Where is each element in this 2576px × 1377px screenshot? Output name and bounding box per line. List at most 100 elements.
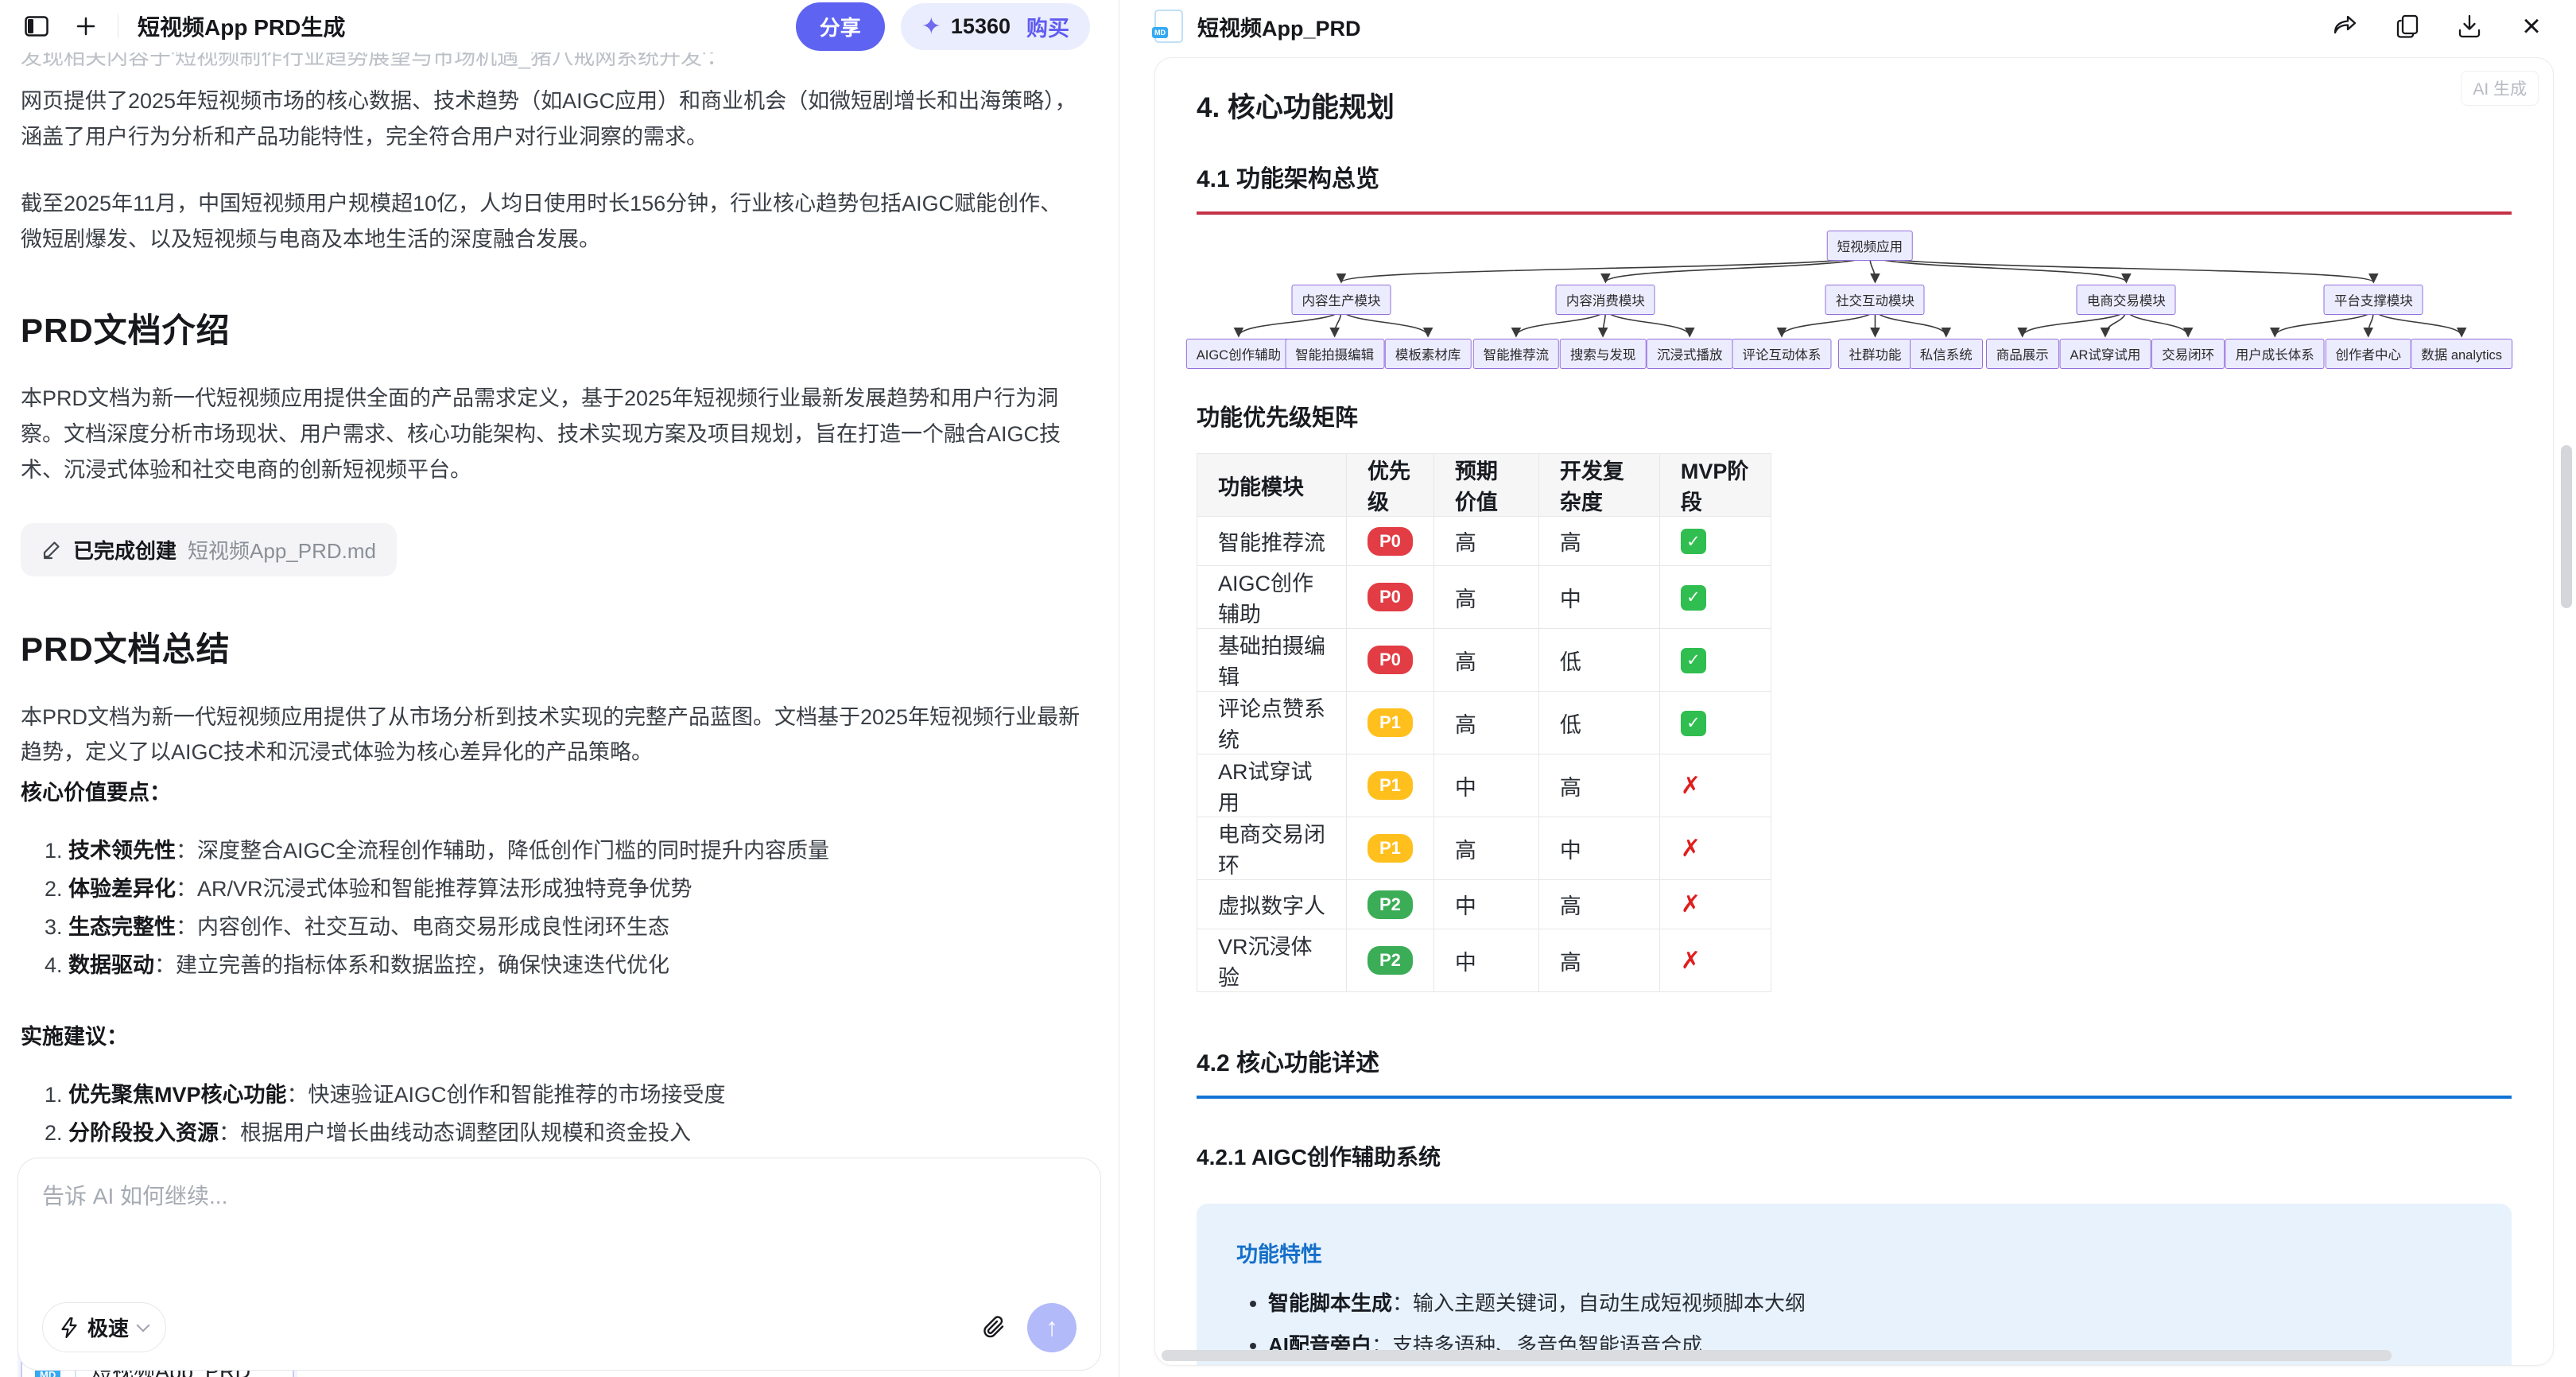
- table-cell: P0: [1346, 565, 1434, 629]
- mvp-check-icon: ✓: [1680, 647, 1706, 673]
- diagram-node: 交易闭环: [2151, 339, 2225, 369]
- credits-pill[interactable]: ✦ 15360 购买: [900, 2, 1090, 50]
- table-cell: 高: [1538, 516, 1660, 566]
- table-cell: P1: [1346, 754, 1434, 817]
- intro-paragraph: 本PRD文档为新一代短视频应用提供全面的产品需求定义，基于2025年短视频行业最…: [21, 386, 1061, 482]
- table-cell: ✓: [1658, 516, 1771, 566]
- table-cell: P2: [1346, 879, 1434, 929]
- share-button[interactable]: 分享: [795, 2, 885, 51]
- mvp-check-icon: ✓: [1680, 710, 1706, 736]
- table-header-cell: MVP阶段: [1658, 453, 1771, 517]
- file-created-chip[interactable]: 已完成创建 短视频App_PRD.md: [21, 522, 397, 576]
- diagram-node: 智能推荐流: [1472, 339, 1560, 369]
- priority-badge: P2: [1368, 946, 1413, 975]
- preview-title: 短视频App_PRD: [1197, 16, 1361, 41]
- table-cell: 虚拟数字人: [1197, 879, 1347, 929]
- table-cell: 基础拍摄编辑: [1197, 628, 1347, 692]
- download-icon[interactable]: [2454, 10, 2485, 42]
- composer: 极速 ↑: [17, 1158, 1101, 1371]
- table-cell: 中: [1538, 817, 1660, 880]
- document-icon: [1152, 10, 1183, 43]
- priority-badge: P1: [1368, 834, 1413, 863]
- table-cell: 高: [1433, 565, 1539, 629]
- close-icon[interactable]: ×: [2522, 9, 2541, 44]
- table-cell: 高: [1538, 929, 1660, 992]
- doc-heading-architecture: 4.1 功能架构总览: [1197, 166, 1380, 192]
- speed-mode-selector[interactable]: 极速: [42, 1302, 167, 1352]
- table-header-cell: 优先级: [1346, 453, 1434, 517]
- core-values-list: 技术领先性：深度整合AIGC全流程创作辅助，降低创作门槛的同时提升内容质量体验差…: [30, 832, 1082, 984]
- core-values-label: 核心价值要点：: [21, 781, 171, 805]
- priority-badge: P0: [1368, 646, 1413, 674]
- list-item: 体验差异化：AR/VR沉浸式体验和智能推荐算法形成独特竞争优势: [68, 870, 1082, 908]
- search-result-line: 发现相关内容于'短视频制作行业趋势展望与市场机遇_猪八戒网系统开发'：: [21, 52, 728, 69]
- mvp-check-icon: ✓: [1680, 529, 1706, 555]
- table-cell: 高: [1433, 817, 1539, 880]
- diagram-node: 社交互动模块: [1825, 285, 1925, 315]
- diagram-node: 平台支撑模块: [2323, 285, 2423, 315]
- horizontal-scrollbar[interactable]: [1162, 1350, 2392, 1361]
- diagram-node: 内容生产模块: [1291, 285, 1391, 315]
- mvp-cross-icon: ✗: [1680, 947, 1701, 974]
- diagram-node: 智能拍摄编辑: [1285, 339, 1385, 369]
- table-cell: 智能推荐流: [1197, 516, 1347, 566]
- priority-badge: P1: [1368, 771, 1413, 800]
- priority-badge: P0: [1368, 583, 1413, 611]
- summary-paragraph: 本PRD文档为新一代短视频应用提供了从市场分析到技术实现的完整产品蓝图。文档基于…: [21, 704, 1080, 765]
- buy-link[interactable]: 购买: [1026, 16, 1069, 41]
- ai-generated-badge: AI 生成: [2461, 71, 2539, 106]
- credits-sparkle-icon: ✦: [921, 13, 941, 40]
- file-created-name: 短视频App_PRD.md: [188, 538, 376, 563]
- diagram-node: 模板素材库: [1384, 339, 1472, 369]
- vertical-scrollbar[interactable]: [2561, 445, 2572, 608]
- table-cell: ✓: [1658, 628, 1771, 692]
- diagram-node: 电商交易模块: [2076, 285, 2176, 315]
- table-cell: 高: [1538, 879, 1660, 929]
- send-button[interactable]: ↑: [1027, 1302, 1077, 1352]
- mvp-cross-icon: ✗: [1680, 891, 1701, 917]
- diagram-node: 短视频应用: [1826, 231, 1914, 261]
- new-chat-icon[interactable]: [68, 9, 103, 44]
- diagram-node: 私信系统: [1909, 339, 1983, 369]
- feature-box-title: 功能特性: [1236, 1243, 1322, 1266]
- table-cell: ✓: [1658, 565, 1771, 629]
- message-input[interactable]: [42, 1179, 1077, 1302]
- attachment-icon[interactable]: [983, 1315, 1007, 1340]
- table-cell: ✗: [1658, 929, 1771, 992]
- chat-panel: 短视频App PRD生成 分享 ✦ 15360 购买 发现相关内容于'短视频制作…: [0, 0, 1119, 1377]
- table-cell: 高: [1538, 754, 1660, 817]
- list-item: 技术领先性：深度整合AIGC全流程创作辅助，降低创作门槛的同时提升内容质量: [68, 832, 1082, 870]
- table-cell: 低: [1538, 691, 1660, 754]
- diagram-node: AR试穿试用: [2059, 339, 2151, 369]
- diagram-node: 沉浸式播放: [1647, 339, 1733, 369]
- table-cell: 低: [1538, 628, 1660, 692]
- preview-panel: 短视频App_PRD × AI 生成 4. 核心功能规划 4.1 功能架构总览: [1119, 0, 2576, 1377]
- document-content[interactable]: 4. 核心功能规划 4.1 功能架构总览 短视频应用内容生产模块内容消费模块社交…: [1155, 58, 2553, 1365]
- table-cell: ✗: [1658, 879, 1771, 929]
- list-item: 数据驱动：建立完善的指标体系和数据监控，确保快速迭代优化: [68, 946, 1082, 984]
- share-doc-icon[interactable]: [2330, 10, 2361, 42]
- diagram-node: 评论互动体系: [1732, 339, 1832, 369]
- sidebar-toggle-icon[interactable]: [19, 9, 54, 44]
- table-cell: 中: [1538, 565, 1660, 629]
- preview-header: 短视频App_PRD ×: [1119, 0, 2576, 52]
- table-cell: 高: [1433, 691, 1539, 754]
- copy-icon[interactable]: [2392, 10, 2423, 42]
- speed-mode-label: 极速: [87, 1317, 130, 1340]
- priority-badge: P2: [1368, 890, 1413, 919]
- document-card: AI 生成 4. 核心功能规划 4.1 功能架构总览 短视频应用内容生产模块内容…: [1154, 57, 2554, 1366]
- red-divider: [1197, 211, 2512, 215]
- table-cell: 评论点赞系统: [1197, 691, 1347, 754]
- list-item: 优先聚焦MVP核心功能：快速验证AIGC创作和智能推荐的市场接受度: [68, 1076, 1082, 1114]
- mvp-cross-icon: ✗: [1680, 835, 1701, 862]
- lightning-icon: [61, 1317, 77, 1338]
- table-cell: P1: [1346, 691, 1434, 754]
- priority-badge: P1: [1368, 708, 1413, 737]
- diagram-node: 用户成长体系: [2225, 339, 2325, 369]
